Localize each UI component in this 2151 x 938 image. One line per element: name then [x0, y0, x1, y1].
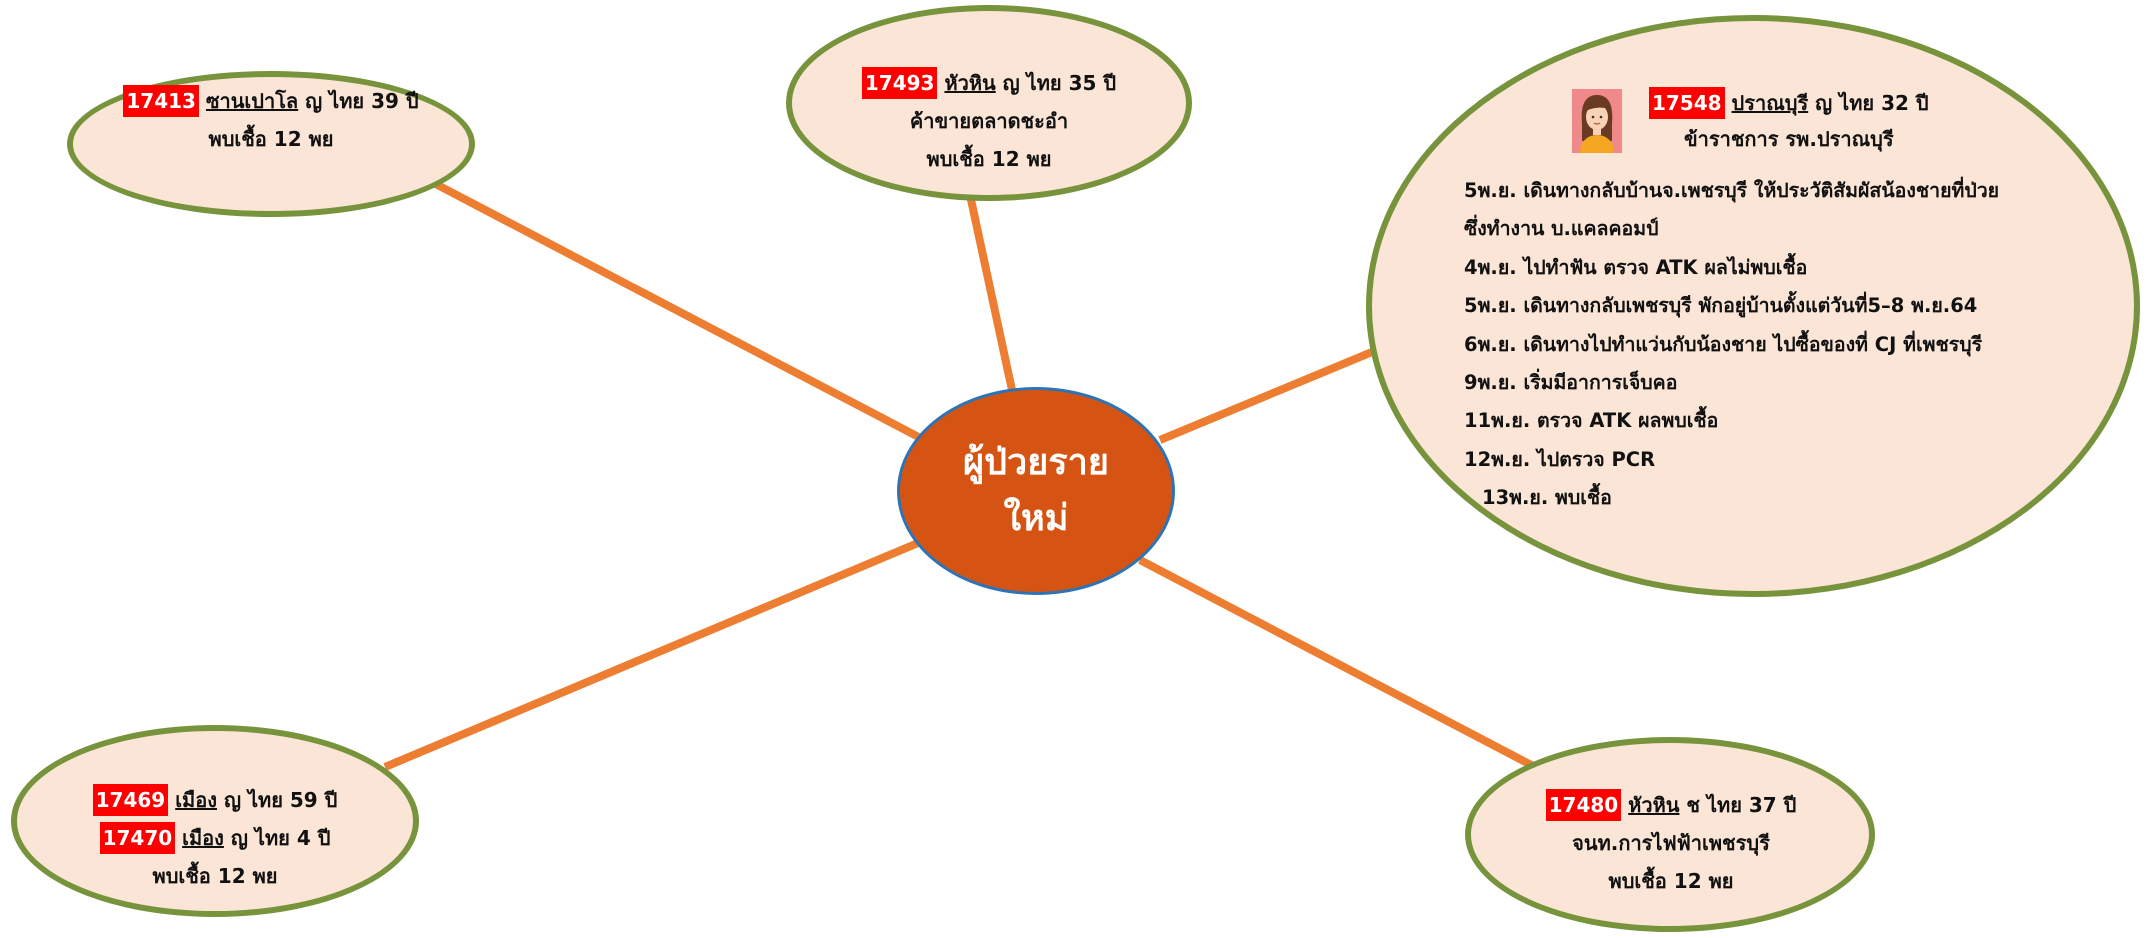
case-bubble-bottom-right: [1465, 737, 1875, 932]
case-details: ญ ไทย 4 ปี: [223, 826, 331, 850]
case-found-date: พบเชื้อ 12 พย: [1608, 869, 1734, 893]
case-details: ญ ไทย 39 ปี: [298, 89, 419, 113]
case-text-top-center: 17493 หัวหิน ญ ไทย 35 ปี ค้าขายตลาดชะอำ …: [810, 64, 1168, 178]
center-title-line1: ผู้ป่วยราย: [963, 442, 1109, 483]
connector-bottom-left: [383, 539, 920, 771]
case-place: หัวหิน: [1628, 793, 1680, 817]
case-place: ซานเปาโล: [205, 89, 299, 113]
timeline-item: 12พ.ย. ไปตรวจ PCR: [1464, 447, 1656, 471]
connector-top-left: [426, 176, 932, 447]
case-place: เมือง: [175, 788, 217, 812]
timeline-item: ซึ่งทำงาน บ.แคลคอมป์: [1464, 217, 1659, 241]
case-details: ญ ไทย 35 ปี: [995, 71, 1117, 95]
case-header-right: 17548 ปราณบุรี ญ ไทย 32 ปี ข้าราชการ รพ.…: [1572, 84, 1929, 158]
case-occupation: ข้าราชการ รพ.ปราณบุรี: [1683, 127, 1894, 151]
timeline-item: 5พ.ย. เดินทางกลับเพชรบุรี พักอยู่บ้านตั้…: [1464, 294, 1978, 318]
case-place: หัวหิน: [944, 71, 996, 95]
case-details: ญ ไทย 59 ปี: [216, 788, 338, 812]
timeline-item: 9พ.ย. เริ่มมีอาการเจ็บคอ: [1464, 370, 1678, 394]
case-found-date: พบเชื้อ 12 พย: [208, 127, 334, 151]
case-timeline: 5พ.ย. เดินทางกลับบ้านจ.เพชรบุรี ให้ประวั…: [1464, 172, 1999, 518]
case-text-bottom-right: 17480 หัวหิน ช ไทย 37 ปี จนท.การไฟฟ้าเพช…: [1491, 786, 1851, 900]
case-bubble-right: [1366, 15, 2140, 597]
case-bubble-bottom-left: [11, 725, 419, 917]
case-id-badge: 17470: [99, 822, 176, 854]
case-id-badge: 17469: [92, 784, 169, 816]
timeline-item: 4พ.ย. ไปทำฟัน ตรวจ ATK ผลไม่พบเชื้อ: [1464, 255, 1808, 279]
case-id-badge: 17493: [861, 67, 938, 99]
case-id-badge: 17548: [1648, 87, 1725, 119]
case-id-badge: 17480: [1545, 789, 1622, 821]
case-found-date: พบเชื้อ 12 พย: [926, 147, 1052, 171]
case-details: ญ ไทย 32 ปี: [1808, 91, 1929, 115]
case-text-bottom-left: 17469 เมือง ญ ไทย 59 ปี 17470 เมือง ญ ไท…: [40, 781, 390, 895]
timeline-item: 13พ.ย. พบเชื้อ: [1482, 486, 1612, 510]
case-occupation: ค้าขายตลาดชะอำ: [909, 109, 1069, 133]
case-found-date: พบเชื้อ 12 พย: [152, 864, 278, 888]
timeline-item: 5พ.ย. เดินทางกลับบ้านจ.เพชรบุรี ให้ประวั…: [1464, 179, 2000, 202]
case-id-badge: 17413: [123, 85, 199, 117]
connector-bottom-right: [1138, 556, 1537, 771]
center-title-line2: ใหม่: [1003, 498, 1069, 539]
timeline-item: 11พ.ย. ตรวจ ATK ผลพบเชื้อ: [1464, 409, 1719, 433]
woman-avatar-icon: [1572, 89, 1622, 153]
case-occupation: จนท.การไฟฟ้าเพชรบุรี: [1572, 831, 1770, 855]
case-place: ปราณบุรี: [1731, 91, 1809, 115]
timeline-item: 6พ.ย. เดินทางไปทำแว่นกับน้องชาย ไปซื้อขอ…: [1464, 332, 1983, 356]
case-text-top-left: 17413 ซานเปาโล ญ ไทย 39 ปี พบเชื้อ 12 พย: [96, 82, 446, 158]
connector-top-center: [966, 194, 1016, 391]
center-node: ผู้ป่วยราย ใหม่: [897, 387, 1175, 595]
connector-right: [1158, 348, 1374, 444]
case-details: ช ไทย 37 ปี: [1679, 793, 1797, 817]
case-bubble-top-center: [786, 5, 1192, 201]
case-place: เมือง: [182, 826, 224, 850]
